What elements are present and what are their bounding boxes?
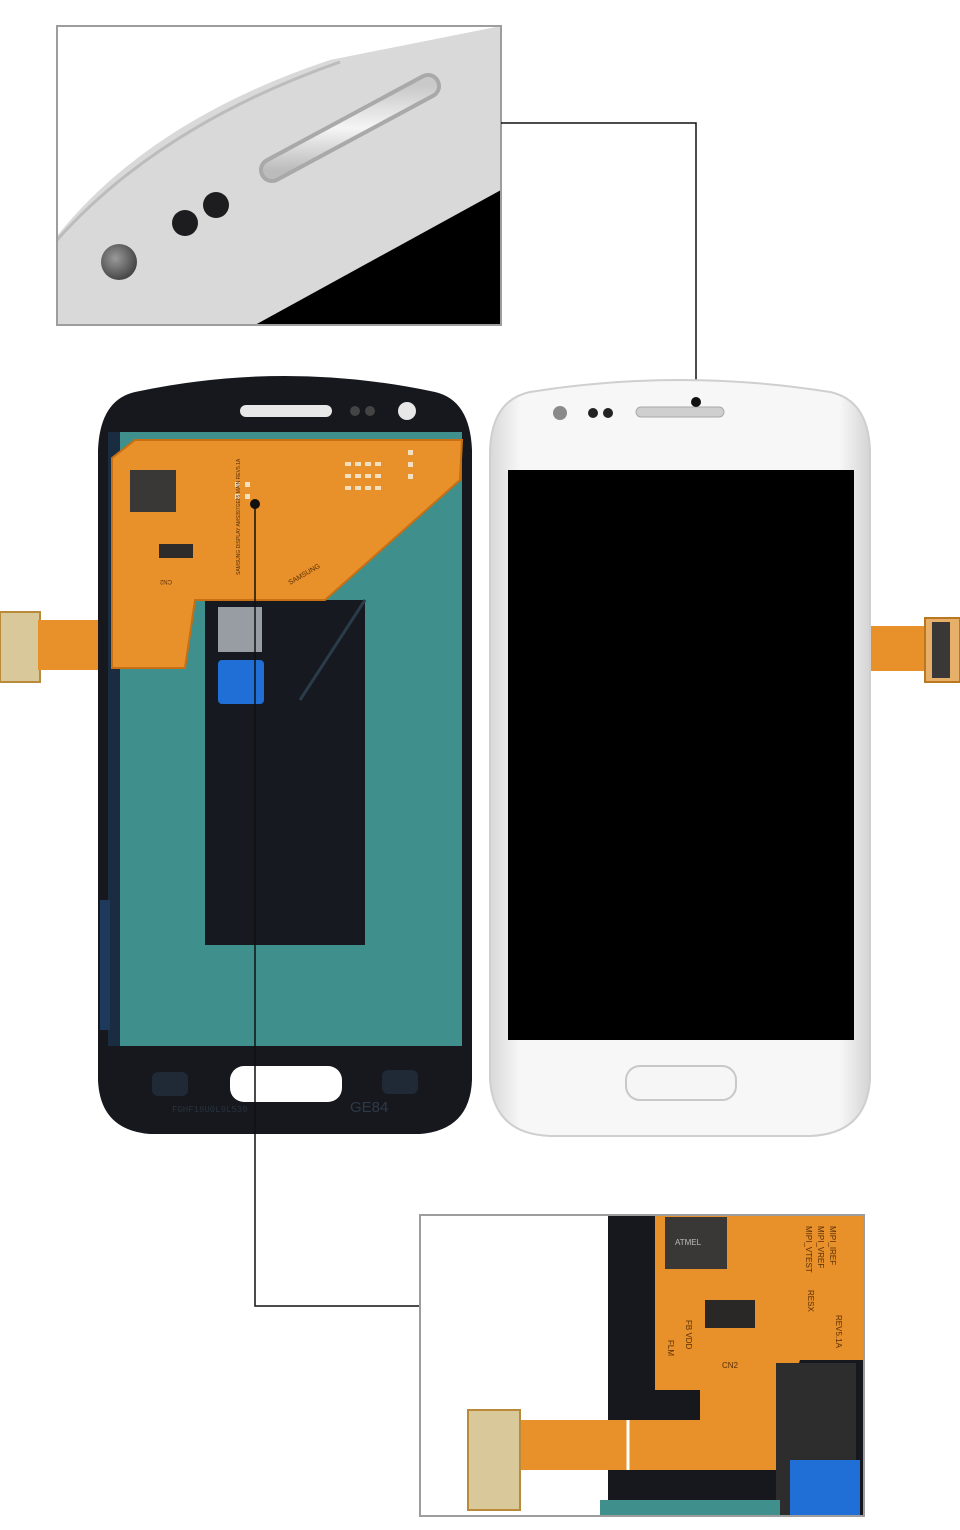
camera-hole xyxy=(398,402,416,420)
board-revision-label: SAMSUNG DISPLAY AMS397GE85 MAIN REV5.1A xyxy=(236,458,242,575)
svg-text:MIPI_VTEST: MIPI_VTEST xyxy=(804,1226,813,1273)
callout-line-bottom xyxy=(254,504,420,1307)
phone-front-white xyxy=(489,379,960,1137)
zoom-sensor-dot xyxy=(203,192,229,218)
svg-text:FLM: FLM xyxy=(666,1340,675,1356)
svg-text:FB VDD: FB VDD xyxy=(684,1320,693,1350)
earpiece-slot xyxy=(240,405,332,417)
panel-code-label: GE84 xyxy=(350,1099,388,1116)
front-earpiece xyxy=(635,406,725,418)
svg-text:RESX: RESX xyxy=(806,1290,815,1312)
zoom-screen-corner xyxy=(255,190,501,325)
callout-marker xyxy=(691,397,701,407)
zoom-sensor-dot xyxy=(172,210,198,236)
front-home-button xyxy=(625,1065,737,1101)
svg-text:CN2: CN2 xyxy=(722,1361,739,1370)
blue-pull-tab xyxy=(218,660,264,704)
zoom-inset-earpiece xyxy=(56,25,502,326)
phone-back-panel: SAMSUNG SAMSUNG DISPLAY AMS397GE85 MAIN … xyxy=(0,376,472,1134)
panel-serial-label: FGHF18U0L9L530 xyxy=(172,1105,248,1115)
svg-text:MIPI_IREF: MIPI_IREF xyxy=(828,1226,837,1265)
orange-flex-board: SAMSUNG SAMSUNG DISPLAY AMS397GE85 MAIN … xyxy=(111,439,464,669)
controller-chip xyxy=(130,470,176,512)
svg-text:ATMEL: ATMEL xyxy=(675,1238,702,1247)
zoom-inset-flex-connector: ATMEL MIPI_IREF MIPI_VREF MIPI_VTEST RES… xyxy=(419,1214,865,1517)
front-screen xyxy=(508,470,854,1040)
callout-line-top xyxy=(501,122,697,402)
zoom-flex-tail xyxy=(467,1409,521,1511)
svg-text:MIPI_VREF: MIPI_VREF xyxy=(816,1226,825,1268)
connector-cn2-label: CN2 xyxy=(159,578,172,584)
zoom-chip xyxy=(665,1217,727,1269)
home-button-cutout xyxy=(230,1066,342,1102)
zoom-speaker-slot xyxy=(259,73,441,183)
zoom-camera-hole xyxy=(101,244,137,280)
svg-text:REV5.1A: REV5.1A xyxy=(834,1315,843,1349)
